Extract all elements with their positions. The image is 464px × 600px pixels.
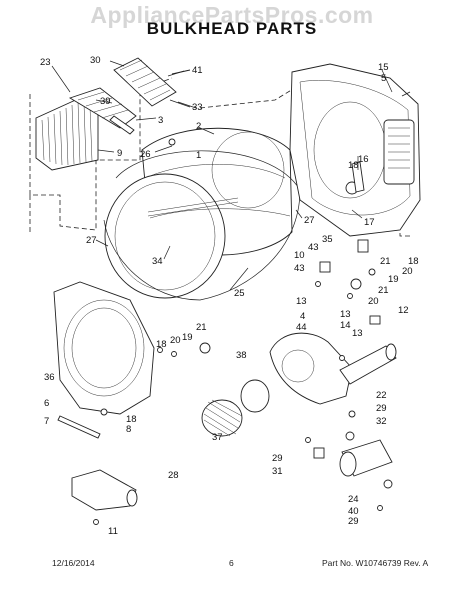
- callout-29c: 29: [348, 516, 359, 527]
- callout-2: 2: [196, 121, 201, 132]
- callout-21b: 21: [378, 285, 389, 296]
- callout-4: 4: [300, 311, 305, 322]
- callout-32: 32: [376, 416, 387, 427]
- duct-elbow: [71, 469, 138, 511]
- callout-44: 44: [296, 322, 307, 333]
- callout-35: 35: [322, 234, 333, 245]
- callout-38: 38: [236, 350, 247, 361]
- callout-43b: 43: [294, 263, 305, 274]
- footer-part-number: Part No. W10746739 Rev. A: [322, 558, 429, 568]
- callout-25: 25: [234, 288, 245, 299]
- front-bulkhead: [53, 281, 155, 415]
- callout-17: 17: [364, 217, 375, 228]
- callout-10: 10: [294, 250, 305, 261]
- callout-numbers: 23 30 41 33 39 3 2 9 26 1 15 5 16 18 27 …: [40, 55, 419, 537]
- callout-29b: 29: [272, 453, 283, 464]
- exhaust-grille: [113, 57, 177, 107]
- footer-page: 6: [229, 558, 234, 568]
- blower-wheel: [201, 399, 243, 437]
- footer-date: 12/16/2014: [52, 558, 95, 568]
- heater-can: [339, 439, 393, 477]
- blower-seal: [240, 379, 270, 413]
- lint-housing: [68, 87, 137, 129]
- dryer-drum: [104, 127, 293, 299]
- callout-36: 36: [44, 372, 55, 383]
- group-outline: [199, 85, 299, 109]
- fasteners: [57, 69, 411, 525]
- callout-27: 27: [304, 215, 315, 226]
- callout-30: 30: [90, 55, 101, 66]
- callout-21c: 21: [196, 322, 207, 333]
- watermark: AppliancePartsPros.com: [90, 2, 374, 28]
- callout-19b: 19: [182, 332, 193, 343]
- callout-43: 43: [308, 242, 319, 253]
- callout-12: 12: [398, 305, 409, 316]
- callout-13c: 13: [352, 328, 363, 339]
- callout-21: 21: [380, 256, 391, 267]
- callout-20b: 20: [368, 296, 379, 307]
- callout-18: 18: [348, 160, 359, 171]
- callout-9: 9: [117, 148, 122, 159]
- callout-16: 16: [358, 154, 369, 165]
- callout-7: 7: [44, 416, 49, 427]
- callout-34: 34: [152, 256, 163, 267]
- callout-8: 8: [126, 424, 131, 435]
- callout-14: 14: [340, 320, 351, 331]
- callout-18b: 18: [408, 256, 419, 267]
- callout-24: 24: [348, 494, 359, 505]
- diagram-title: BULKHEAD PARTS: [146, 19, 318, 38]
- callout-33: 33: [192, 102, 203, 113]
- callout-13: 13: [296, 296, 307, 307]
- callout-26: 26: [140, 149, 151, 160]
- callout-11: 11: [108, 526, 118, 537]
- callout-41: 41: [192, 65, 203, 76]
- callout-22: 22: [376, 390, 387, 401]
- callout-27b: 27: [86, 235, 97, 246]
- callout-13b: 13: [340, 309, 351, 320]
- callout-1: 1: [196, 150, 201, 161]
- callout-19: 19: [388, 274, 399, 285]
- callout-5: 5: [381, 73, 386, 84]
- leader-lines: [51, 60, 393, 291]
- callout-29: 29: [376, 403, 387, 414]
- thermostat-bracket: [313, 447, 325, 459]
- callout-18c: 18: [156, 339, 167, 350]
- exhaust-duct: [339, 343, 397, 385]
- callout-6: 6: [44, 398, 49, 409]
- lint-screen: [35, 97, 99, 171]
- callout-37: 37: [212, 432, 223, 443]
- callout-20: 20: [402, 266, 413, 277]
- rear-bulkhead: [289, 63, 421, 237]
- callout-20c: 20: [170, 335, 181, 346]
- callout-39: 39: [100, 96, 111, 107]
- callout-18d: 18: [126, 414, 137, 425]
- blower-housing: [269, 332, 353, 405]
- callout-28: 28: [168, 470, 179, 481]
- callout-40: 40: [348, 506, 359, 517]
- callout-15: 15: [378, 62, 389, 73]
- callout-3: 3: [158, 115, 163, 126]
- drum-belt: [103, 150, 301, 301]
- callout-23: 23: [40, 57, 51, 68]
- callout-31: 31: [272, 466, 283, 477]
